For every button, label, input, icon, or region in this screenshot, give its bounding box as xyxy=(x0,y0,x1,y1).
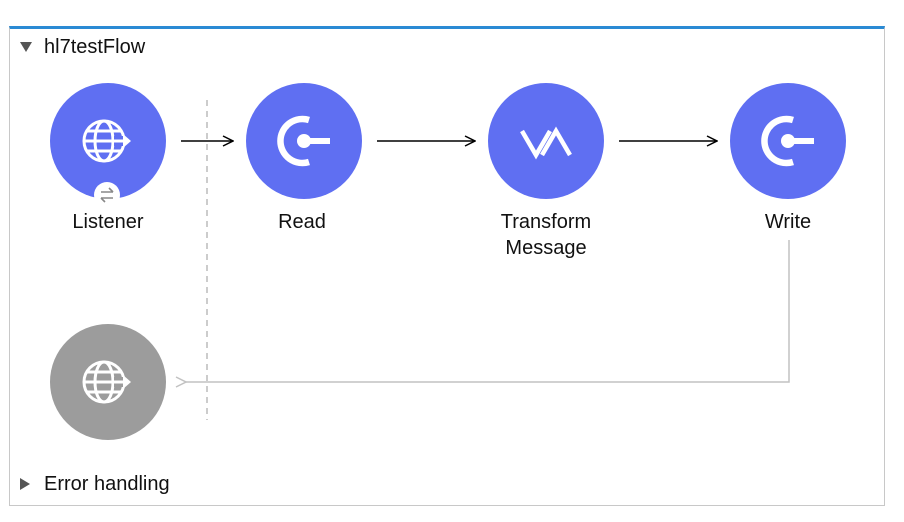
globe-arrow-icon xyxy=(82,360,131,404)
write-label: Write xyxy=(764,211,812,233)
exchange-arrows-icon xyxy=(94,182,120,208)
flow-title: hl7testFlow xyxy=(44,35,146,58)
collapse-triangle-icon[interactable] xyxy=(20,42,32,52)
write-node[interactable] xyxy=(730,83,846,199)
listener-label: Listener xyxy=(72,211,144,233)
globe-arrow-icon xyxy=(82,119,131,163)
read-label: Read xyxy=(278,211,326,233)
dataweave-icon xyxy=(520,126,572,160)
error-handling-label: Error handling xyxy=(44,472,170,495)
expand-triangle-icon[interactable] xyxy=(20,478,30,490)
read-node[interactable] xyxy=(246,83,362,199)
flow-header[interactable]: hl7testFlow xyxy=(20,35,145,59)
error-handling-header[interactable]: Error handling xyxy=(20,472,170,496)
listener-response-node[interactable] xyxy=(50,324,166,440)
transform-message-node[interactable] xyxy=(488,83,604,199)
connector-c-icon xyxy=(277,115,330,167)
connector-c-icon xyxy=(761,115,814,167)
transform-message-label: Transform Message xyxy=(500,211,592,259)
listener-node[interactable] xyxy=(50,83,166,199)
